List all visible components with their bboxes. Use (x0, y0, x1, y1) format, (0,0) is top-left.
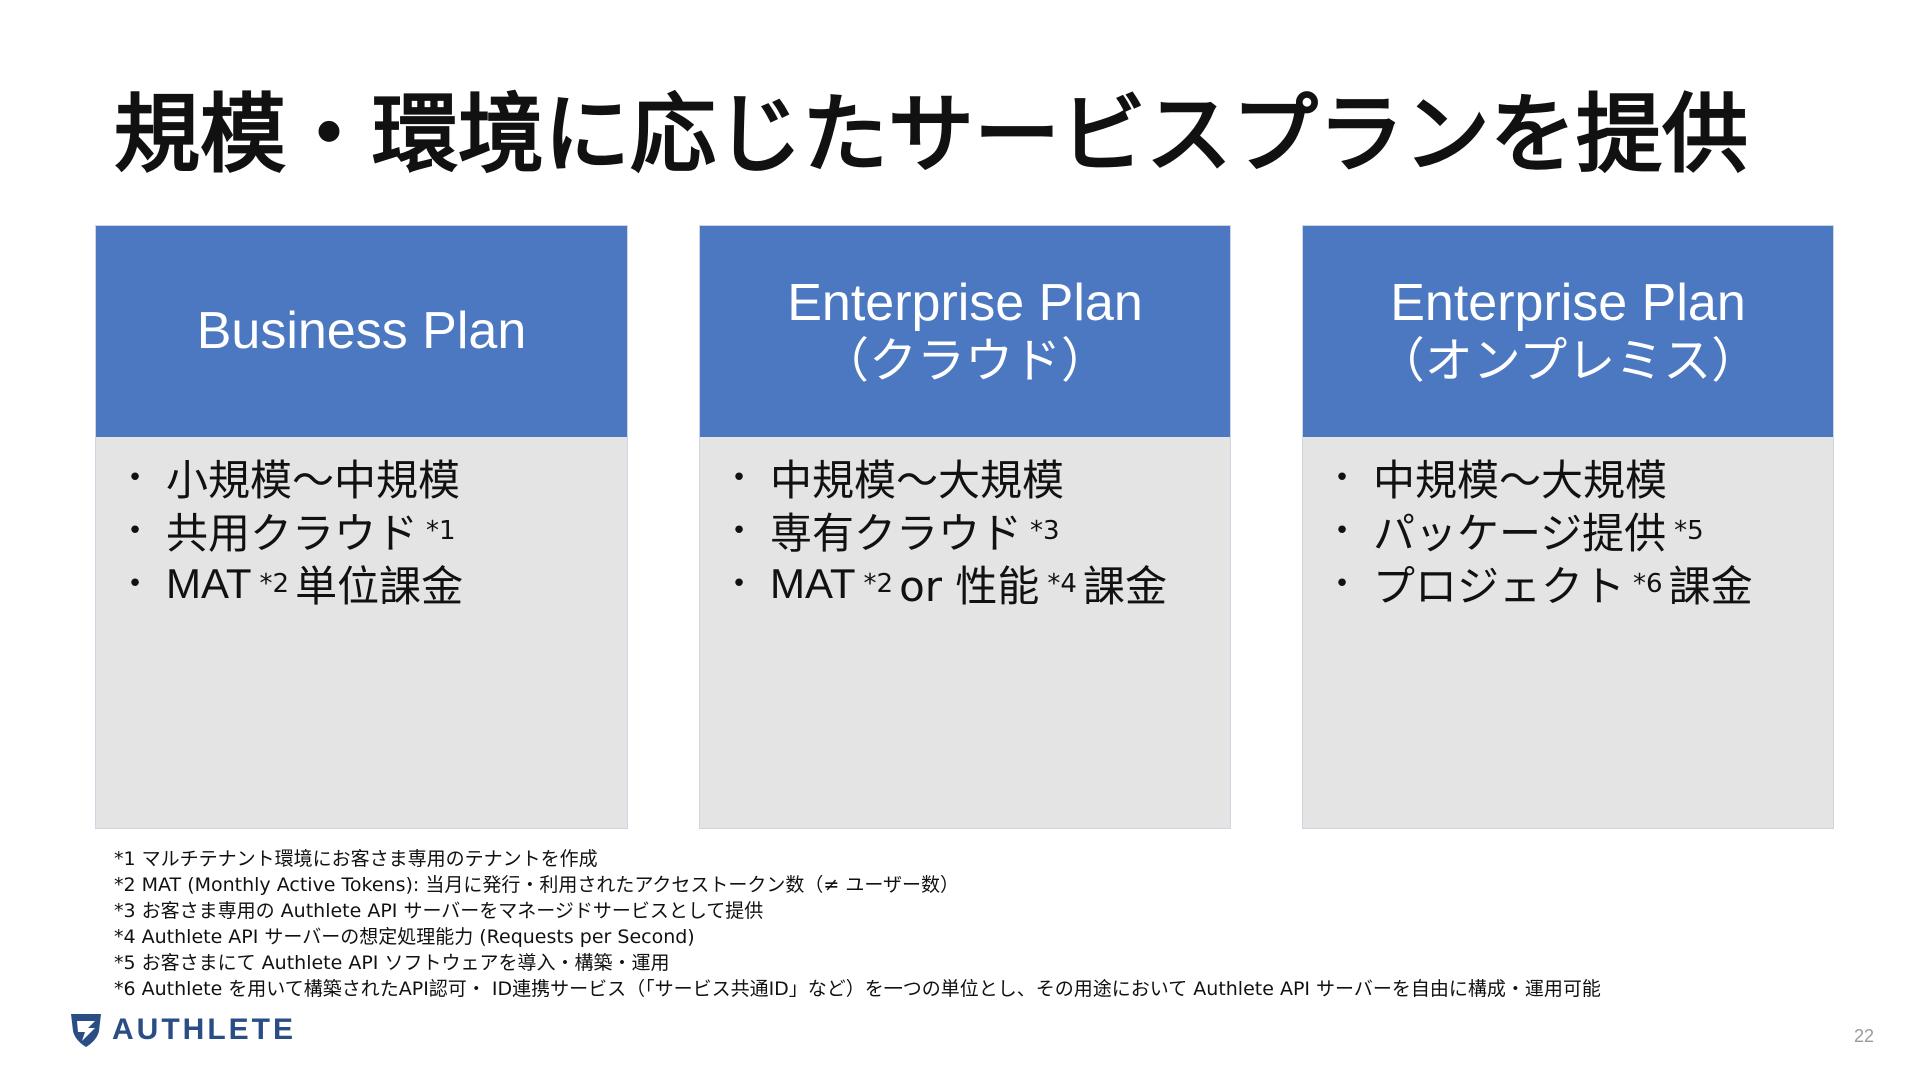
plan-title: Enterprise Plan (1390, 274, 1746, 332)
plan-feature-text: MAT (166, 559, 252, 607)
plan-feature-suffix: 単位課金 (295, 562, 464, 611)
bullet-icon: • (1334, 462, 1350, 493)
bullet-icon: • (127, 568, 143, 599)
plan-feature-suffix: or 性能 (899, 562, 1040, 611)
footnote-ref: *6 (1633, 568, 1663, 599)
plan-feature: • MAT *2 or 性能 *4 課金 (720, 557, 1230, 612)
footnote-ref: *4 (1047, 568, 1077, 599)
plan-feature: • MAT *2 単位課金 (116, 557, 627, 612)
page-number: 22 (1853, 1026, 1874, 1046)
enterprise-onprem-plan-card: Enterprise Plan （オンプレミス） • 中規模〜大規模 • パッケ… (1302, 225, 1834, 829)
bullet-icon: • (731, 568, 747, 599)
footnote: *3 お客さま専用の Authlete API サーバーをマネージドサービスとし… (114, 900, 764, 922)
plan-header: Enterprise Plan （オンプレミス） (1303, 226, 1833, 437)
plan-title: Business Plan (196, 301, 527, 360)
bullet-icon: • (1334, 568, 1350, 599)
bullet-icon: • (127, 462, 143, 493)
plan-feature-list: • 小規模〜中規模 • 共用クラウド *1 • MAT *2 単位課金 (96, 437, 627, 612)
plan-feature-text: 専有クラウド (770, 509, 1023, 558)
bullet-icon: • (731, 515, 747, 546)
footnote-ref: *3 (1030, 515, 1060, 546)
footnote: *4 Authlete API サーバーの想定処理能力 (Requests pe… (114, 926, 695, 948)
plan-feature-suffix: 課金 (1668, 562, 1753, 611)
logo-text: AUTHLETE (112, 1013, 296, 1046)
slide-title: 規模・環境に応じたサービスプランを提供 (114, 85, 1748, 185)
authlete-logo: AUTHLETE (68, 1011, 296, 1049)
plan-header: Enterprise Plan （クラウド） (700, 226, 1230, 437)
plan-feature-text: 小規模〜中規模 (166, 456, 461, 505)
plan-feature-text: 中規模〜大規模 (770, 456, 1065, 505)
plan-feature: • 中規模〜大規模 (1323, 451, 1833, 505)
plan-feature-text: プロジェクト (1373, 562, 1626, 611)
plan-feature-suffix: 課金 (1082, 562, 1167, 611)
bullet-icon: • (1334, 515, 1350, 546)
bullet-icon: • (731, 462, 747, 493)
business-plan-card: Business Plan • 小規模〜中規模 • 共用クラウド *1 • MA… (95, 225, 628, 829)
plan-feature: • プロジェクト *6 課金 (1323, 557, 1833, 611)
footnote-ref: *2 (863, 568, 894, 599)
authlete-shield-icon (71, 1014, 101, 1047)
plan-feature: • 共用クラウド *1 (116, 504, 627, 558)
plan-subtitle: （クラウド） (820, 332, 1109, 389)
footnote: *6 Authlete を用いて構築されたAPI認可・ ID連携サービス（「サー… (114, 978, 1601, 1000)
plan-feature: • 中規模〜大規模 (720, 451, 1230, 505)
plan-feature: • パッケージ提供 *5 (1323, 504, 1833, 558)
enterprise-cloud-plan-card: Enterprise Plan （クラウド） • 中規模〜大規模 • 専有クラウ… (699, 225, 1231, 829)
footnote-ref: *5 (1674, 515, 1704, 546)
plan-feature: • 小規模〜中規模 (116, 451, 627, 505)
plan-feature-text: パッケージ提供 (1373, 509, 1667, 558)
plan-feature-list: • 中規模〜大規模 • パッケージ提供 *5 • プロジェクト *6 課金 (1303, 437, 1833, 611)
footnotes: *1 マルチテナント環境にお客さま専用のテナントを作成 *2 MAT (Mont… (114, 846, 1601, 1002)
plan-feature-list: • 中規模〜大規模 • 専有クラウド *3 • MAT *2 or 性能 *4 … (700, 437, 1230, 612)
plan-header: Business Plan (96, 226, 627, 437)
plan-subtitle: （オンプレミス） (1376, 332, 1760, 389)
footnote: *2 MAT (Monthly Active Tokens): 当月に発行・利用… (114, 874, 959, 896)
plan-feature-text: 共用クラウド (166, 509, 419, 558)
footnote-ref: *2 (259, 568, 290, 599)
plan-feature-text: 中規模〜大規模 (1373, 456, 1668, 505)
plan-feature: • 専有クラウド *3 (720, 504, 1230, 558)
footnote-ref: *1 (426, 515, 456, 546)
footnote: *5 お客さまにて Authlete API ソフトウェアを導入・構築・運用 (114, 952, 670, 974)
footnote: *1 マルチテナント環境にお客さま専用のテナントを作成 (114, 848, 598, 870)
bullet-icon: • (127, 515, 143, 546)
plan-title: Enterprise Plan (787, 274, 1143, 332)
plan-feature-text: MAT (770, 559, 856, 607)
